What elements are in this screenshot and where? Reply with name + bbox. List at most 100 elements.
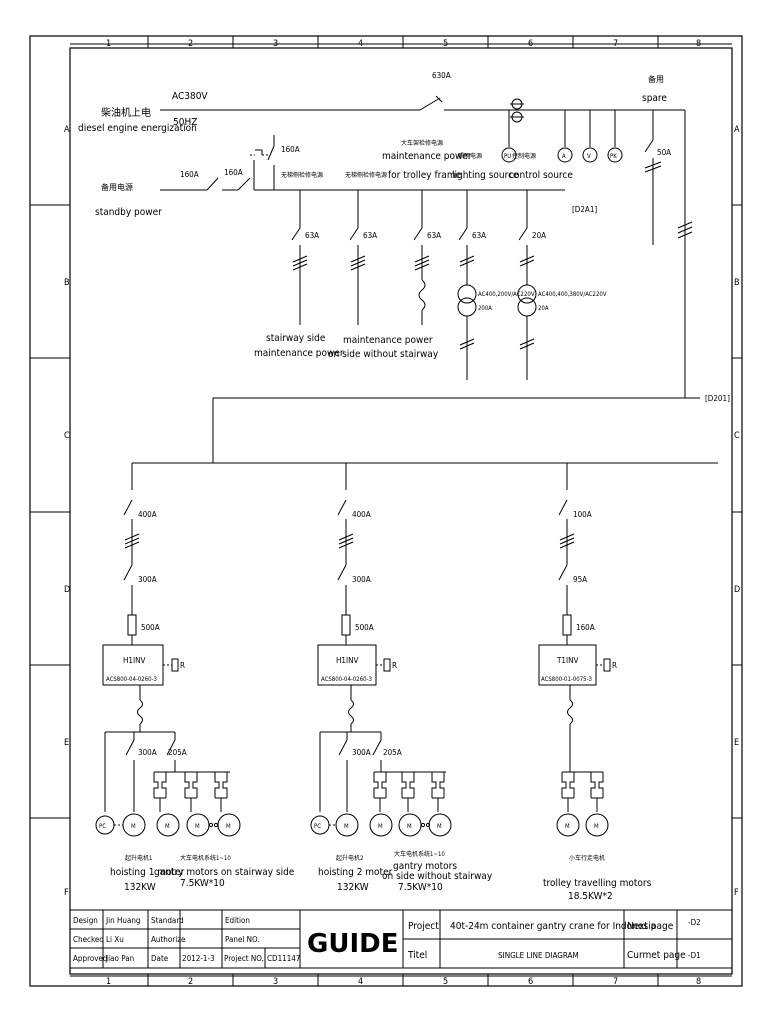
drive-2-motors (310, 772, 452, 837)
row-ticks (30, 204, 742, 819)
drive2-b4-label: 205A (383, 748, 402, 757)
tb-current-page-value: -D1 (688, 951, 701, 960)
feeder4-cn-label: 照明电源 (458, 152, 482, 160)
title-block (69, 909, 733, 969)
tb-project-no-label: Project NO. (224, 954, 264, 963)
tb-standard-label: Standard (151, 916, 184, 925)
drive1-motor-m4: M (226, 823, 231, 830)
drive3-p2-label: 18.5KW*2 (568, 891, 613, 902)
drive1-cn2-label: 大车电机系统1~10 (180, 854, 231, 862)
outer-border (29, 35, 743, 987)
row-label-A: A (64, 125, 70, 135)
drive3-model-label: ACS800-01-0075-3 (541, 676, 592, 683)
drive2-cn2-label: 大车电机系统1~10 (394, 850, 445, 858)
drive2-desc2b-label: on side without stairway (382, 871, 493, 882)
drive2-r-label: R (392, 661, 397, 670)
drive-1-circuit (102, 499, 230, 812)
tb-project-value: 40t-24m container gantry crane for Indon… (450, 921, 656, 932)
drive2-desc1-label: hoisting 2 moter (318, 867, 393, 878)
tb-approved-value: Jiao Pan (105, 954, 134, 963)
voltage-label: AC380V (172, 91, 208, 102)
standby-bus (160, 135, 565, 191)
tb-checked-label: Checked (73, 935, 104, 944)
drive1-fuse-label: 500A (141, 623, 160, 632)
feeder4-xfmr2-label: 200A (478, 305, 492, 312)
drive1-b1-label: 400A (138, 510, 157, 519)
row-label-right-C: C (734, 431, 740, 441)
tb-next-page-label: Next page (627, 921, 674, 932)
row-label-F: F (64, 888, 69, 898)
spare-breaker-label: 50A (657, 148, 671, 157)
tb-current-page-label: Curmet page (627, 950, 686, 961)
drive3-motor-m2: M (594, 823, 599, 830)
drive2-fuse-label: 500A (355, 623, 374, 632)
tb-approved-label: Approved (73, 954, 108, 963)
drive2-p1-label: 132KW (337, 882, 369, 893)
drive2-motor-m1: M (344, 823, 349, 830)
nostair-label1: maintenance power (343, 335, 433, 346)
drive1-b2-label: 300A (138, 575, 157, 584)
meter-v: V (587, 153, 591, 160)
tb-panel-label: Panel NO. (225, 935, 260, 944)
feeder4-label1: lighting source (452, 170, 519, 181)
drive-1-motors (95, 771, 241, 837)
col-label-bottom-4: 4 (358, 977, 363, 987)
drive3-b2-label: 95A (573, 575, 587, 584)
drive2-inv-label: H1INV (336, 656, 358, 665)
col-label-8: 8 (696, 39, 701, 49)
tb-design-label: Design (73, 916, 98, 925)
guide-logo: GUIDE (307, 929, 398, 959)
tb-checked-value: Li Xu (106, 935, 124, 944)
feeder3-label2: for trolley frame (388, 170, 462, 181)
col-label-1: 1 (106, 39, 111, 49)
drive2-b1-label: 400A (352, 510, 371, 519)
tb-next-page-value: -D2 (688, 918, 701, 927)
drive3-r-label: R (612, 661, 617, 670)
drive2-motor-m4: M (437, 823, 442, 830)
meter-pu: PU (504, 153, 511, 160)
drive3-b1-label: 100A (573, 510, 592, 519)
stair-label1: stairway side (266, 333, 326, 344)
tb-project-no-value: CD11147 (267, 954, 300, 963)
row-label-B: B (64, 278, 70, 288)
drive-3-motors (556, 772, 609, 837)
main-supply (160, 95, 693, 398)
meter-a: A (562, 153, 566, 160)
feeder1-breaker-label: 63A (305, 231, 319, 240)
drive1-pc-label: PC (99, 823, 106, 830)
feeder2-cn-label: 无梯侧检修电源 (345, 171, 387, 179)
row-label-right-E: E (734, 738, 739, 748)
drive2-motor-m2: M (378, 823, 383, 830)
drive2-p2-label: 7.5KW*10 (398, 882, 443, 893)
feeder4-xfmr-label: AC400,200V/AC220V (478, 291, 535, 298)
standby-label: standby power (95, 207, 162, 218)
col-label-6: 6 (528, 39, 533, 49)
tb-date-value: 2012-1-3 (182, 954, 215, 963)
col-label-7: 7 (613, 39, 618, 49)
drive1-b4-label: 205A (168, 748, 187, 757)
meter-pk: PK (610, 153, 617, 160)
feeder3-label1: maintenance power (382, 151, 472, 162)
tb-edition-label: Edition (225, 916, 250, 925)
frequency-label: 50HZ (173, 117, 197, 128)
drive-2-circuit (317, 499, 446, 812)
drive1-cn1-label: 起升电机1 (125, 854, 152, 862)
diesel-label: diesel engine energization (78, 123, 197, 134)
feeder4-breaker-label: 63A (472, 231, 486, 240)
drive1-inv-label: H1INV (123, 656, 145, 665)
tb-project-label: Project (408, 921, 439, 932)
tb-authorize-label: Authorize (151, 935, 186, 944)
drive3-inv-label: T1INV (556, 656, 578, 665)
spare-label: spare (642, 93, 667, 104)
drive3-fuse-label: 160A (576, 623, 595, 632)
drive2-motor-m3: M (407, 823, 412, 830)
drive3-desc2-label: trolley travelling motors (543, 878, 652, 889)
feeder5-cn-label: 控制电源 (512, 152, 536, 160)
nostair-label2: on side without stairway (328, 349, 439, 360)
drive1-p1-label: 132KW (124, 882, 156, 893)
feeder3-breaker-label: 63A (427, 231, 441, 240)
col-label-2: 2 (188, 39, 193, 49)
ref-d201: [D201] (705, 394, 730, 403)
drive2-b3-label: 300A (352, 748, 371, 757)
drive3-motor-m1: M (565, 823, 570, 830)
